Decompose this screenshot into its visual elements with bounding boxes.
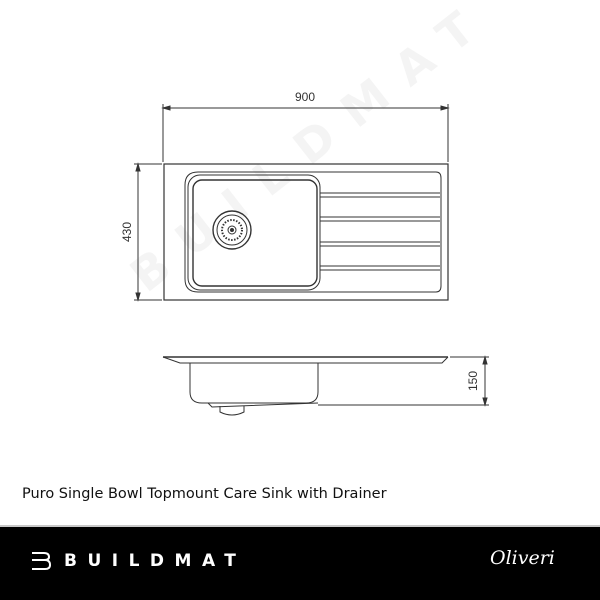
width-label: 900 [295, 90, 315, 104]
footer-band: BUILDMAT Oliveri [0, 527, 600, 600]
product-title: Puro Single Bowl Topmount Care Sink with… [22, 486, 387, 502]
height-label: 150 [466, 371, 480, 391]
bowl [187, 174, 321, 291]
depth-dimension-line [134, 162, 162, 302]
depth-label: 430 [120, 222, 134, 242]
sink-side-view [162, 356, 449, 416]
drainer-ribs [320, 192, 440, 271]
width-dimension-line [161, 104, 450, 162]
height-dimension-line [318, 355, 489, 407]
divider [0, 525, 600, 527]
sink-top-view [163, 163, 449, 301]
oliveri-logo: Oliveri [490, 547, 555, 569]
drain-waste [212, 210, 252, 250]
buildmat-b-icon [32, 552, 52, 570]
brand-name: BUILDMAT [64, 551, 247, 571]
technical-drawing: 900 430 150 [120, 90, 489, 416]
buildmat-logo: BUILDMAT [30, 551, 246, 571]
